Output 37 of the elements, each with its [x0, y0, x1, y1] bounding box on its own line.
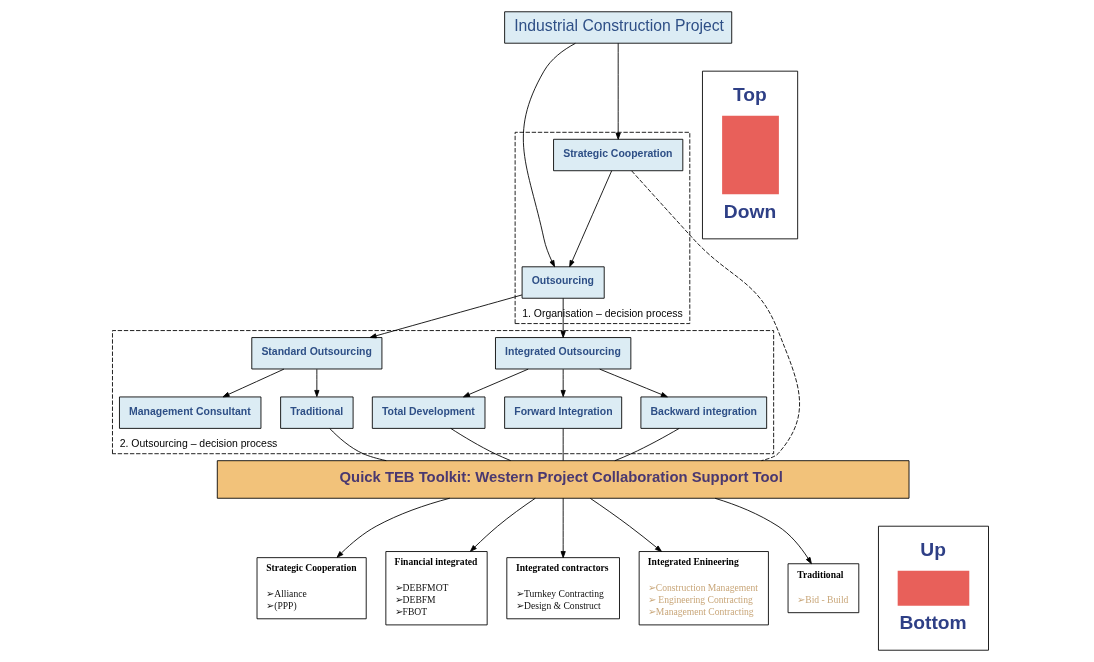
arrow: [463, 368, 529, 398]
node-box: Top Down: [702, 70, 799, 240]
node-box: Integrated Outsourcing: [495, 337, 632, 370]
node-box: Strategic Cooperation ➢Alliance ➢(PPP): [256, 557, 367, 620]
arrow: [369, 294, 523, 339]
node-box: Up Bottom: [878, 525, 989, 651]
arrow: [336, 497, 451, 558]
node-box: Quick TEB Toolkit: Western Project Collaboration Support Tool: [216, 460, 910, 499]
arrow: [560, 297, 566, 338]
arrow: [470, 497, 536, 552]
arrow: [599, 368, 668, 398]
node-box: Total Development: [371, 396, 486, 429]
node-box: Financial integrated ➢DEBFMOT ➢DEBFM ➢FBOT: [385, 551, 488, 626]
arrow: [314, 368, 320, 397]
arrow: [522, 42, 576, 268]
node-box: Integrated Enineering ➢Construction Management ➢ Engineering Contracting ➢Management Contracting: [638, 551, 769, 626]
arrow: [560, 497, 566, 559]
node-box: Industrial Construction Project: [504, 11, 733, 44]
connector: [329, 428, 387, 462]
node-box: Traditional ➢Bid - Build: [787, 563, 860, 614]
connector: [614, 428, 680, 462]
connector: [562, 428, 564, 462]
node-box: Outsourcing: [521, 266, 605, 299]
node-box: Integrated contractors ➢Turnkey Contracting ➢Design & Construct: [506, 557, 620, 620]
node-box: Strategic Cooperation: [553, 138, 684, 172]
arrow: [615, 42, 621, 140]
node-box: Forward Integration: [504, 396, 623, 429]
node-box: Management Consultant: [119, 396, 262, 429]
arrow: [560, 368, 566, 397]
node-box: Traditional: [280, 396, 354, 429]
arrow: [714, 497, 812, 565]
node-box: Backward integration: [640, 396, 768, 429]
arrow: [222, 368, 285, 398]
node-box: Standard Outsourcing: [251, 337, 383, 370]
arrow: [569, 170, 613, 268]
arrow: [589, 497, 662, 552]
connector: [450, 428, 512, 462]
